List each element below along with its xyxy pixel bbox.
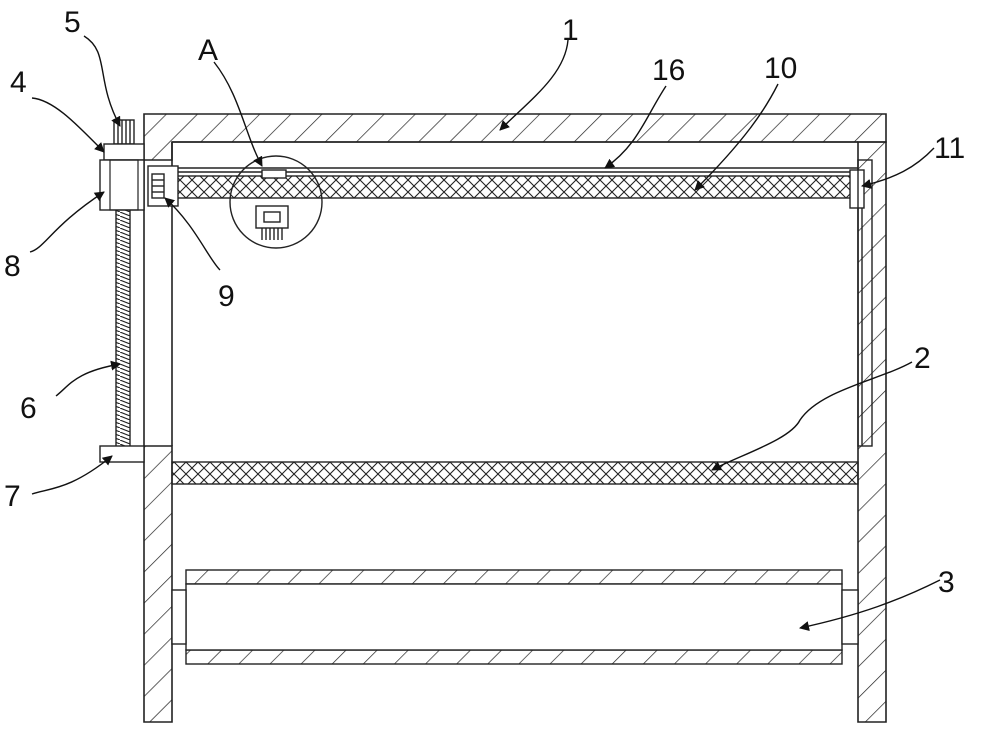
label-16: 16 [652, 54, 685, 87]
roller [172, 570, 858, 664]
motor-box [148, 166, 178, 206]
label-6: 6 [20, 392, 37, 425]
leader-5 [84, 36, 120, 126]
screw-shaft [172, 176, 852, 198]
leader-9 [165, 198, 220, 270]
detail-circle-a [230, 156, 322, 248]
label-a: A [198, 34, 218, 67]
mesh-screen [172, 462, 858, 484]
leader-8 [30, 192, 104, 252]
label-10: 10 [764, 52, 797, 85]
label-11: 11 [934, 132, 965, 165]
label-2: 2 [914, 342, 931, 375]
label-9: 9 [218, 280, 235, 313]
leader-6 [56, 364, 120, 396]
adjust-knob [104, 120, 144, 160]
label-7: 7 [4, 480, 21, 513]
slide-block [100, 160, 144, 210]
label-4: 4 [10, 66, 27, 99]
label-1: 1 [562, 14, 579, 47]
leader-4 [32, 98, 104, 152]
label-3: 3 [938, 566, 955, 599]
label-5: 5 [64, 6, 81, 39]
label-8: 8 [4, 250, 21, 283]
housing-left-wall [144, 446, 172, 722]
